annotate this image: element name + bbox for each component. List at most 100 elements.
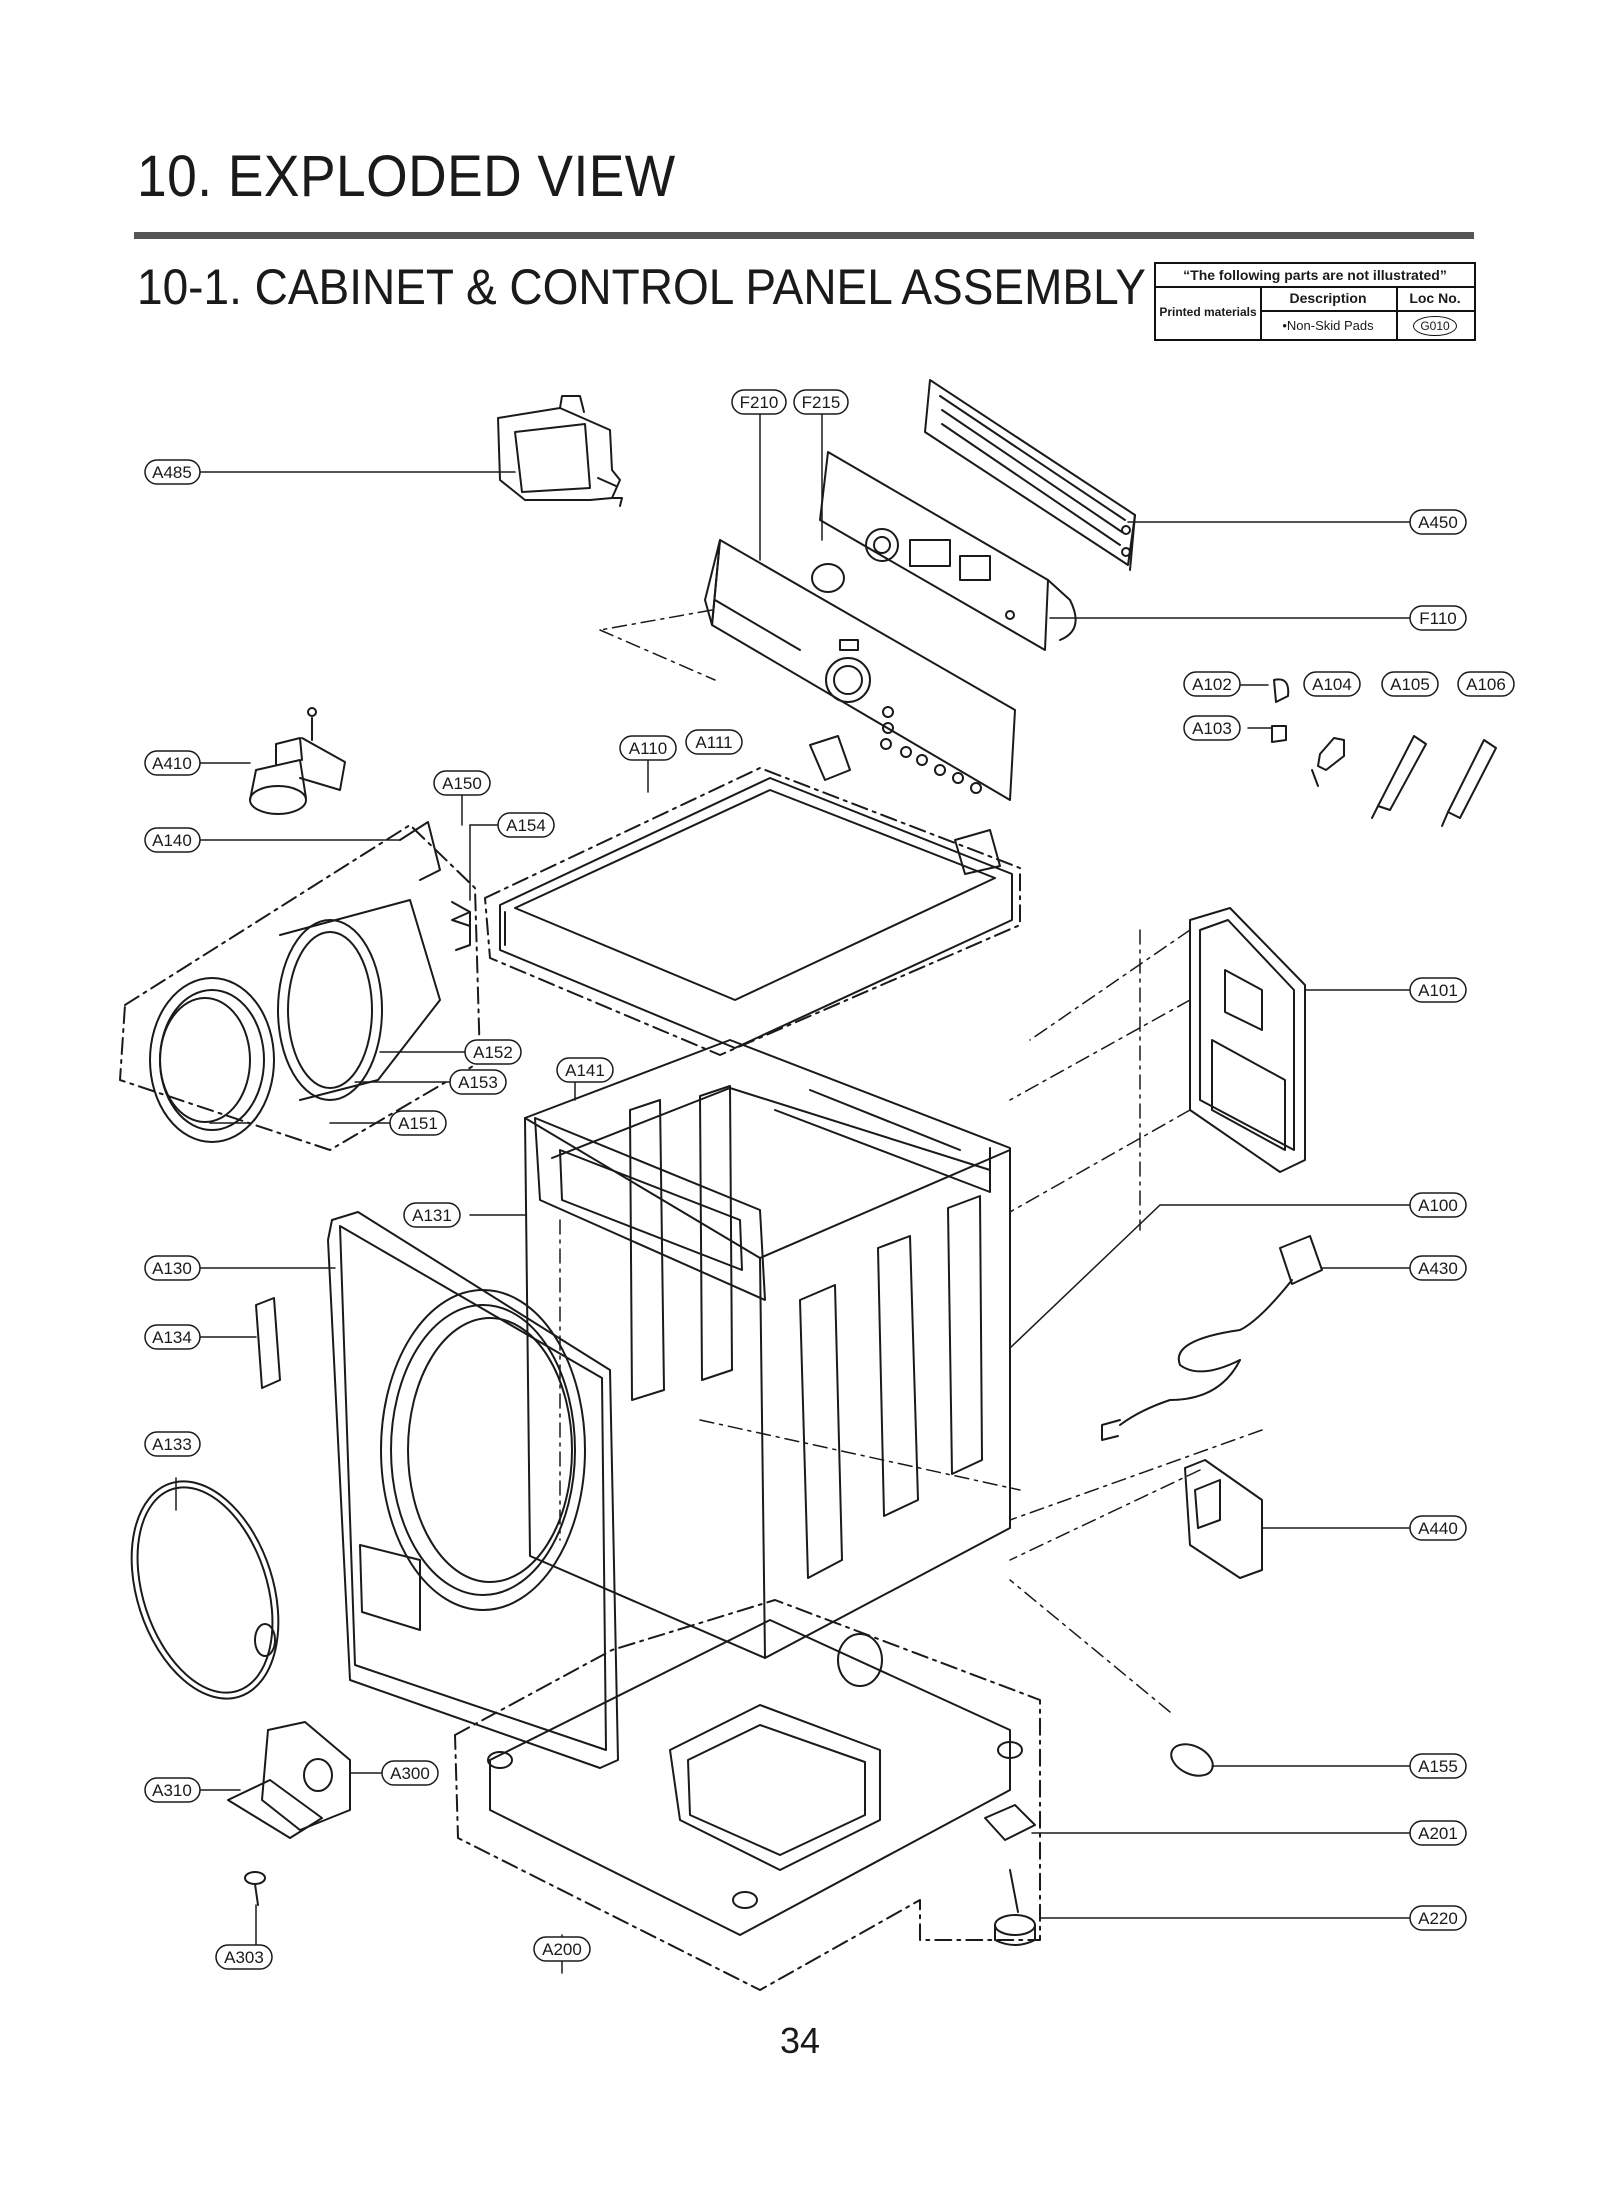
svg-text:A131: A131 xyxy=(412,1206,452,1225)
part-a410-switch xyxy=(249,707,346,815)
label-a140: A140 xyxy=(144,827,201,853)
part-a300-service-cover xyxy=(227,1721,351,1839)
label-a310: A310 xyxy=(144,1777,201,1803)
leader-lines xyxy=(175,411,1411,1974)
label-a110: A110 xyxy=(619,735,677,761)
svg-text:A154: A154 xyxy=(506,816,546,835)
svg-text:A485: A485 xyxy=(152,463,192,482)
svg-text:A150: A150 xyxy=(442,774,482,793)
label-a103: A103 xyxy=(1183,715,1241,741)
label-a410: A410 xyxy=(144,750,201,776)
svg-text:A310: A310 xyxy=(152,1781,192,1800)
part-a201-a220-leg xyxy=(984,1804,1036,1946)
part-a155-cap xyxy=(1170,1743,1214,1777)
part-a440-noise-filter xyxy=(1184,1459,1263,1579)
svg-text:F210: F210 xyxy=(740,393,779,412)
column-description: Description xyxy=(1260,286,1398,312)
svg-text:F215: F215 xyxy=(802,393,841,412)
label-a134: A134 xyxy=(144,1324,201,1350)
label-a130: A130 xyxy=(144,1255,201,1281)
label-a220: A220 xyxy=(1409,1905,1467,1931)
page-number: 34 xyxy=(779,2020,821,2061)
svg-text:A100: A100 xyxy=(1418,1196,1458,1215)
part-f210-control-panel xyxy=(704,539,1016,801)
label-a303: A303 xyxy=(215,1944,273,1970)
label-a485: A485 xyxy=(144,459,201,485)
part-a134-drawer-handle xyxy=(255,1297,281,1389)
label-a106: A106 xyxy=(1457,671,1515,697)
label-a104: A104 xyxy=(1303,671,1361,697)
svg-text:A151: A151 xyxy=(398,1114,438,1133)
label-a141: A141 xyxy=(556,1057,614,1083)
svg-text:A220: A220 xyxy=(1418,1909,1458,1928)
svg-text:A201: A201 xyxy=(1418,1824,1458,1843)
svg-text:A450: A450 xyxy=(1418,513,1458,532)
label-a111: A111 xyxy=(685,729,743,755)
svg-text:A103: A103 xyxy=(1192,719,1232,738)
label-a154: A154 xyxy=(497,812,555,838)
label-a153: A153 xyxy=(449,1069,507,1095)
part-a430-power-cord xyxy=(1101,1235,1323,1441)
label-a151: A151 xyxy=(389,1110,447,1136)
svg-text:A140: A140 xyxy=(152,831,192,850)
page-title: 10. EXPLODED VIEW xyxy=(137,144,676,209)
title-rule xyxy=(134,232,1474,239)
not-illustrated-table: “The following parts are not illustrated… xyxy=(1154,262,1476,341)
assembly-guide-lines xyxy=(559,609,1263,1713)
svg-text:A106: A106 xyxy=(1466,675,1506,694)
part-a102-a106-hardware xyxy=(1271,678,1497,827)
label-a440: A440 xyxy=(1409,1515,1467,1541)
svg-text:A134: A134 xyxy=(152,1328,192,1347)
part-a130-front-panel xyxy=(327,1211,619,1769)
label-a450: A450 xyxy=(1409,509,1467,535)
label-a300: A300 xyxy=(381,1760,439,1786)
label-a150: A150 xyxy=(433,770,491,796)
svg-text:A430: A430 xyxy=(1418,1259,1458,1278)
label-a100: A100 xyxy=(1409,1192,1467,1218)
label-a131: A131 xyxy=(403,1202,461,1228)
svg-text:A133: A133 xyxy=(152,1435,192,1454)
label-f110: F110 xyxy=(1409,605,1467,631)
svg-text:A200: A200 xyxy=(542,1940,582,1959)
part-a200-base xyxy=(454,1599,1041,1991)
svg-text:A152: A152 xyxy=(473,1043,513,1062)
table-heading: “The following parts are not illustrated… xyxy=(1156,264,1474,288)
table-description-cell: •Non-Skid Pads xyxy=(1260,312,1398,339)
svg-text:A141: A141 xyxy=(565,1061,605,1080)
part-a101-rear-cover xyxy=(1189,907,1306,1173)
label-a155: A155 xyxy=(1409,1753,1467,1779)
svg-text:A410: A410 xyxy=(152,754,192,773)
part-a133-ring xyxy=(130,1480,280,1700)
column-loc-no: Loc No. xyxy=(1396,286,1474,312)
part-a100-cabinet xyxy=(524,1039,1011,1659)
label-f215: F215 xyxy=(793,389,849,415)
part-a485-bracket xyxy=(497,395,623,507)
svg-text:A110: A110 xyxy=(629,739,667,758)
svg-text:A105: A105 xyxy=(1390,675,1430,694)
svg-text:A101: A101 xyxy=(1418,981,1458,1000)
label-a105: A105 xyxy=(1381,671,1439,697)
label-a102: A102 xyxy=(1183,671,1241,697)
label-a152: A152 xyxy=(464,1039,522,1065)
label-a133: A133 xyxy=(144,1431,201,1457)
part-a110-top-plate xyxy=(484,735,1021,1056)
svg-text:F110: F110 xyxy=(1419,609,1457,628)
label-a430: A430 xyxy=(1409,1255,1467,1281)
loc-code: G010 xyxy=(1413,316,1457,336)
part-a450-panel xyxy=(924,379,1136,571)
svg-text:A155: A155 xyxy=(1418,1757,1458,1776)
svg-text:A104: A104 xyxy=(1312,675,1352,694)
svg-text:A300: A300 xyxy=(390,1764,430,1783)
svg-text:A102: A102 xyxy=(1192,675,1232,694)
svg-text:A440: A440 xyxy=(1418,1519,1458,1538)
svg-text:A153: A153 xyxy=(458,1073,498,1092)
svg-text:A130: A130 xyxy=(152,1259,192,1278)
table-category: Printed materials xyxy=(1156,286,1262,339)
svg-text:A303: A303 xyxy=(224,1948,264,1967)
part-f215-control-board xyxy=(811,451,1077,651)
label-a200: A200 xyxy=(533,1936,591,1962)
section-title: 10-1. CABINET & CONTROL PANEL ASSEMBLY xyxy=(137,259,1146,315)
part-a140-front-group xyxy=(119,821,481,1151)
part-a154-hinge xyxy=(451,911,471,927)
